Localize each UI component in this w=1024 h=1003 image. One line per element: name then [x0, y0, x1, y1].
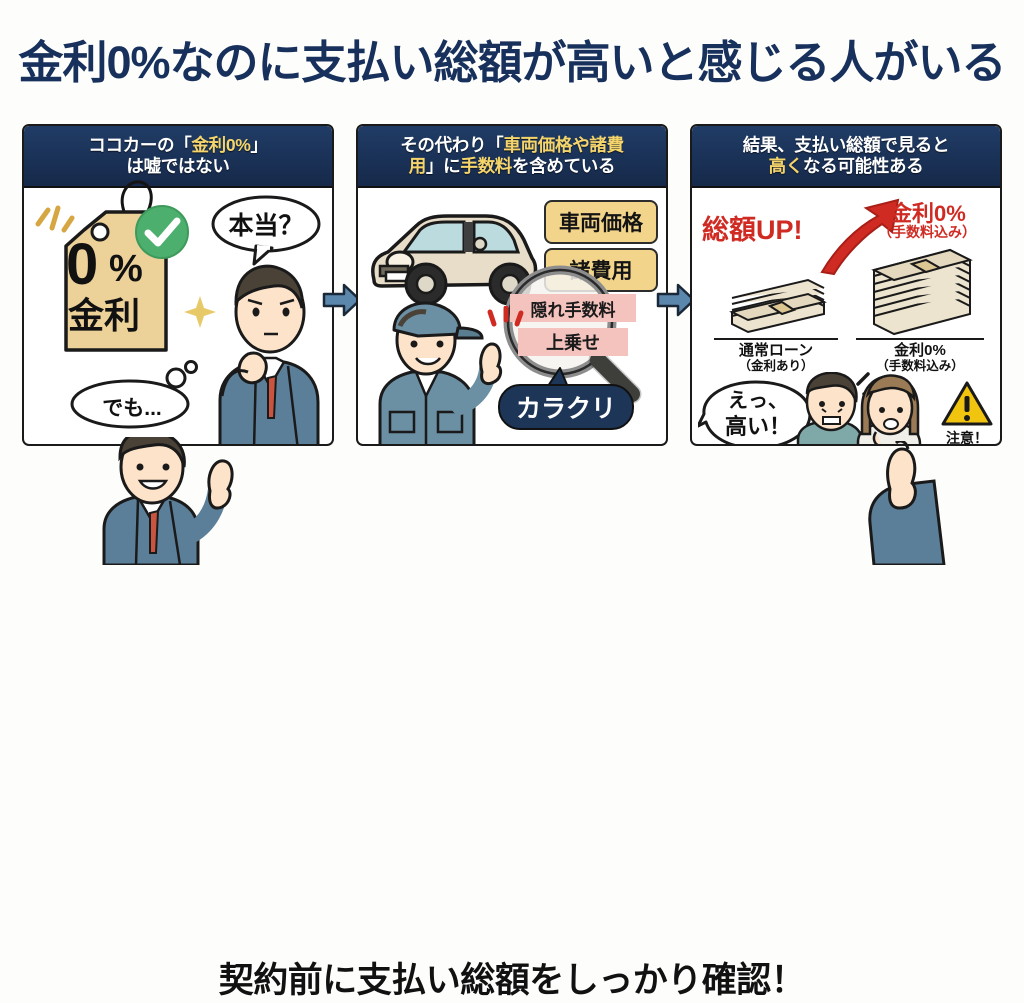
panel-3-header-line2-post: なる可能性ある — [803, 156, 924, 176]
panel-3-header-text: 結果、支払い総額で見ると 高くなる可能性ある — [742, 135, 950, 176]
panel-2-header: その代わり「車両価格や諸費 用」に手数料を含めている — [358, 126, 666, 188]
panel-2-header-highlight-a: 車両価格や諸費 — [503, 135, 624, 156]
markup-band: 上乗せ — [518, 328, 628, 356]
money-stack-tall-icon — [871, 248, 973, 336]
bottom-caption-text: 契約前に支払い総額をしっかり確認！ — [218, 961, 806, 1000]
thinking-person-icon — [218, 264, 320, 444]
hidden-fee-band: 隠れ手数料 — [510, 294, 636, 322]
panel-1-header-line1-post: 」 — [250, 135, 269, 156]
panel-3: 結果、支払い総額で見ると 高くなる可能性ある 総額UP! 金利0% （手数料込み… — [690, 124, 1002, 446]
flow-arrow-2 — [656, 283, 696, 317]
total-up-label: 総額UP! — [702, 215, 803, 245]
divider-left — [714, 338, 838, 340]
sparkle-star-icon — [184, 296, 216, 328]
panel-1: ココカーの「金利0%」 は嘘ではない 0 — [22, 124, 334, 446]
panel-2: その代わり「車両価格や諸費 用」に手数料を含めている 車両価 — [356, 124, 668, 446]
panel-2-header-line2-post: を含めている — [512, 156, 616, 176]
stack-left-label-main: 通常ローン — [738, 342, 814, 359]
infographic-root: 金利0%なのに支払い総額が高いと感じる人がいる ココカーの「金利0%」 は嘘では… — [0, 37, 1024, 1000]
panel-3-header: 結果、支払い総額で見ると 高くなる可能性ある — [692, 126, 1000, 188]
stack-right-label: 金利0% （手数料込み） — [856, 342, 984, 374]
panel-3-header-line1: 結果、支払い総額で見ると — [742, 135, 950, 156]
panel-2-header-line1-pre: その代わり「 — [400, 135, 504, 156]
emphasis-marks-icon — [487, 306, 524, 327]
panel-2-body: 車両価格 諸費用 隠れ手数料 上乗せ — [358, 188, 666, 444]
stack-right-label-main: 金利0% — [894, 342, 946, 359]
pointing-hand-right-icon — [868, 441, 946, 565]
panel-2-header-highlight-c: 手数料 — [460, 156, 512, 176]
car-icon — [371, 214, 538, 306]
divider-right — [856, 338, 984, 340]
warning-triangle-icon — [941, 381, 993, 426]
warning-label: 注意！ — [946, 430, 988, 446]
tag-percent-sign: % — [109, 248, 143, 290]
thought-bubble-demo — [70, 360, 198, 429]
tag-word-kinri: 金利 — [68, 295, 141, 336]
panel-3-body: 総額UP! 金利0% （手数料込み） — [692, 188, 1000, 446]
speech-bubble-expensive-line1: えっ、 — [728, 390, 788, 412]
speech-bubble-honto-text: 本当？ — [228, 212, 304, 240]
red-up-arrow-icon — [820, 198, 900, 276]
bottom-caption-area: 契約前に支払い総額をしっかり確認！ — [0, 437, 1024, 1000]
shocked-couple-icon — [796, 372, 922, 444]
sparkle-lines-icon — [35, 205, 75, 233]
flow-arrow-1 — [322, 283, 362, 317]
speech-bubble-honto — [211, 195, 321, 266]
mechanic-person-icon — [378, 301, 503, 444]
thought-bubble-demo-text: でも... — [102, 397, 162, 420]
tag-percent-number: 0 — [66, 232, 99, 297]
panel-1-header: ココカーの「金利0%」 は嘘ではない — [24, 126, 332, 188]
panel-1-header-line2: は嘘ではない — [126, 156, 230, 176]
zero-interest-label-sub: （手数料込み） — [878, 224, 976, 240]
check-mark-icon — [135, 205, 189, 259]
pointing-person-icon — [102, 437, 234, 565]
panel-3-header-highlight: 高く — [768, 156, 804, 176]
stack-left-label-sub: （金利あり） — [738, 359, 814, 374]
panel-2-header-line2-mid: 」に — [425, 156, 461, 176]
stack-left-label: 通常ローン （金利あり） — [714, 342, 838, 374]
speech-bubble-expensive — [698, 380, 812, 444]
money-stack-small-icon — [729, 278, 827, 334]
box-vehicle-price: 車両価格 — [544, 200, 658, 244]
panel-1-header-highlight: 金利0% — [191, 135, 251, 156]
panel-2-header-highlight-b: 用 — [408, 156, 427, 176]
tag-string-icon — [120, 180, 153, 221]
stack-right-label-sub: （手数料込み） — [876, 359, 964, 374]
panel-1-header-text: ココカーの「金利0%」 は嘘ではない — [88, 135, 268, 176]
karakuri-badge: カラクリ — [498, 384, 634, 430]
zero-interest-label-main: 金利0% — [890, 201, 966, 226]
speech-bubble-expensive-line2: 高い！ — [724, 414, 791, 439]
panel-1-body: 0 % 金利 本当？ — [24, 180, 332, 444]
page-title: 金利0%なのに支払い総額が高いと感じる人がいる — [18, 37, 1006, 88]
panel-2-header-text: その代わり「車両価格や諸費 用」に手数料を含めている — [400, 135, 624, 176]
panel-1-header-line1-pre: ココカーの「 — [88, 135, 192, 156]
